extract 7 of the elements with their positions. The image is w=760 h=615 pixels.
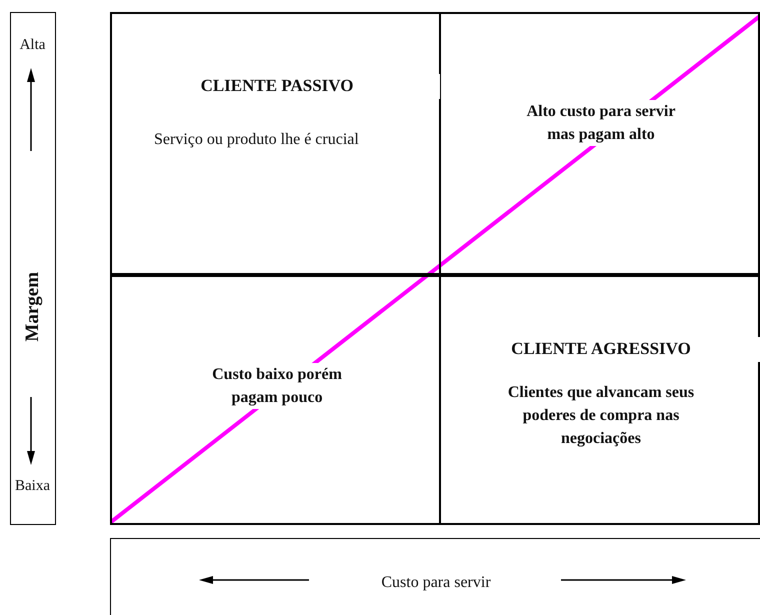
quadrant-box: [440, 275, 760, 525]
axis-box: [10, 12, 56, 525]
quadrant-box: [110, 275, 440, 525]
quadrant-box: [440, 12, 760, 275]
quadrant-description: Custo baixo porém pagam pouco: [212, 363, 342, 410]
quadrant-box: [110, 12, 440, 275]
axis-box: [110, 538, 760, 615]
